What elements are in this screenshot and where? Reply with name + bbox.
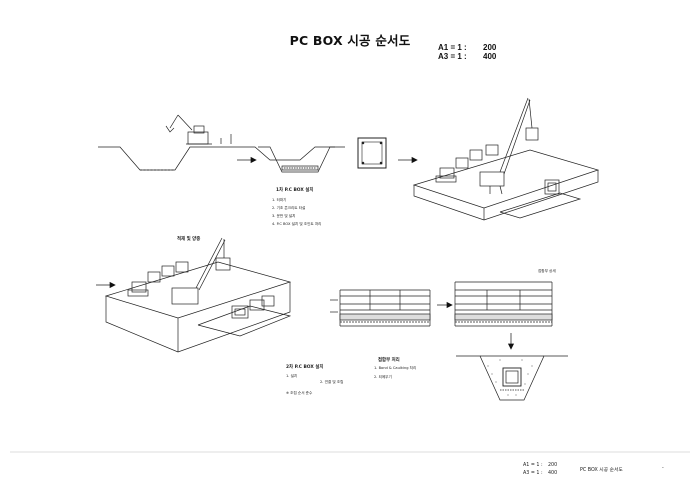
footer-drawing-title: PC BOX 시공 순서도	[580, 468, 623, 473]
step2-title: 2차 P.C BOX 설치	[286, 365, 324, 370]
footer-sheet-number: -	[662, 466, 664, 471]
footer-scale-a1-value: 200	[548, 463, 558, 468]
step1-note: 1. 터파기	[272, 198, 287, 202]
step1-title: 1차 P.C BOX 설치	[276, 188, 314, 193]
step2-footnote: ※ 조립 순서 준수	[286, 391, 313, 395]
pc-box-section	[357, 137, 387, 169]
scale-a3-label: A3 = 1 :	[438, 52, 467, 61]
step-arrow	[96, 281, 116, 289]
backfill-cross-section	[456, 355, 568, 401]
footer-scale-a3-label: A3 = 1 :	[523, 471, 543, 476]
scale-a1-label: A1 = 1 :	[438, 43, 467, 52]
backfill-hatch	[487, 359, 533, 396]
step-arrow	[237, 156, 257, 164]
step1-note: 3. 운반 및 설치	[272, 214, 296, 218]
right-top-label: 접합부 상세	[538, 269, 556, 273]
crane-panel-1	[412, 97, 600, 221]
longitudinal-section-2	[454, 281, 553, 327]
joint-note: 2. 되메우기	[374, 375, 392, 379]
drawing-title: PC BOX 시공 순서도	[289, 33, 411, 48]
step2-note: 2. 연결 및 조립	[320, 380, 344, 384]
step2-note: 1. 설치	[286, 374, 298, 378]
crane-panel-2	[104, 237, 292, 353]
excavation-panel	[98, 114, 335, 171]
step-arrow-down	[507, 333, 515, 350]
trench-panel	[258, 146, 345, 173]
step-arrow	[398, 156, 418, 164]
longitudinal-section-1	[330, 289, 431, 327]
scale-a3-value: 400	[483, 52, 497, 61]
footer-scale-a3-value: 400	[548, 471, 558, 476]
joint-note: 1. Bond & Caulking 처리	[374, 366, 417, 370]
joint-title: 접합부 처리	[378, 358, 400, 363]
step1-note: 4. P.C BOX 설치 및 조인트 처리	[272, 222, 322, 226]
scale-a1-value: 200	[483, 43, 497, 52]
step-arrow	[437, 301, 453, 309]
footer-scale-a1-label: A1 = 1 :	[523, 463, 543, 468]
step1-note: 2. 기초 콘크리트 타설	[272, 206, 306, 210]
stock-label: 적재 및 양중	[177, 237, 201, 242]
